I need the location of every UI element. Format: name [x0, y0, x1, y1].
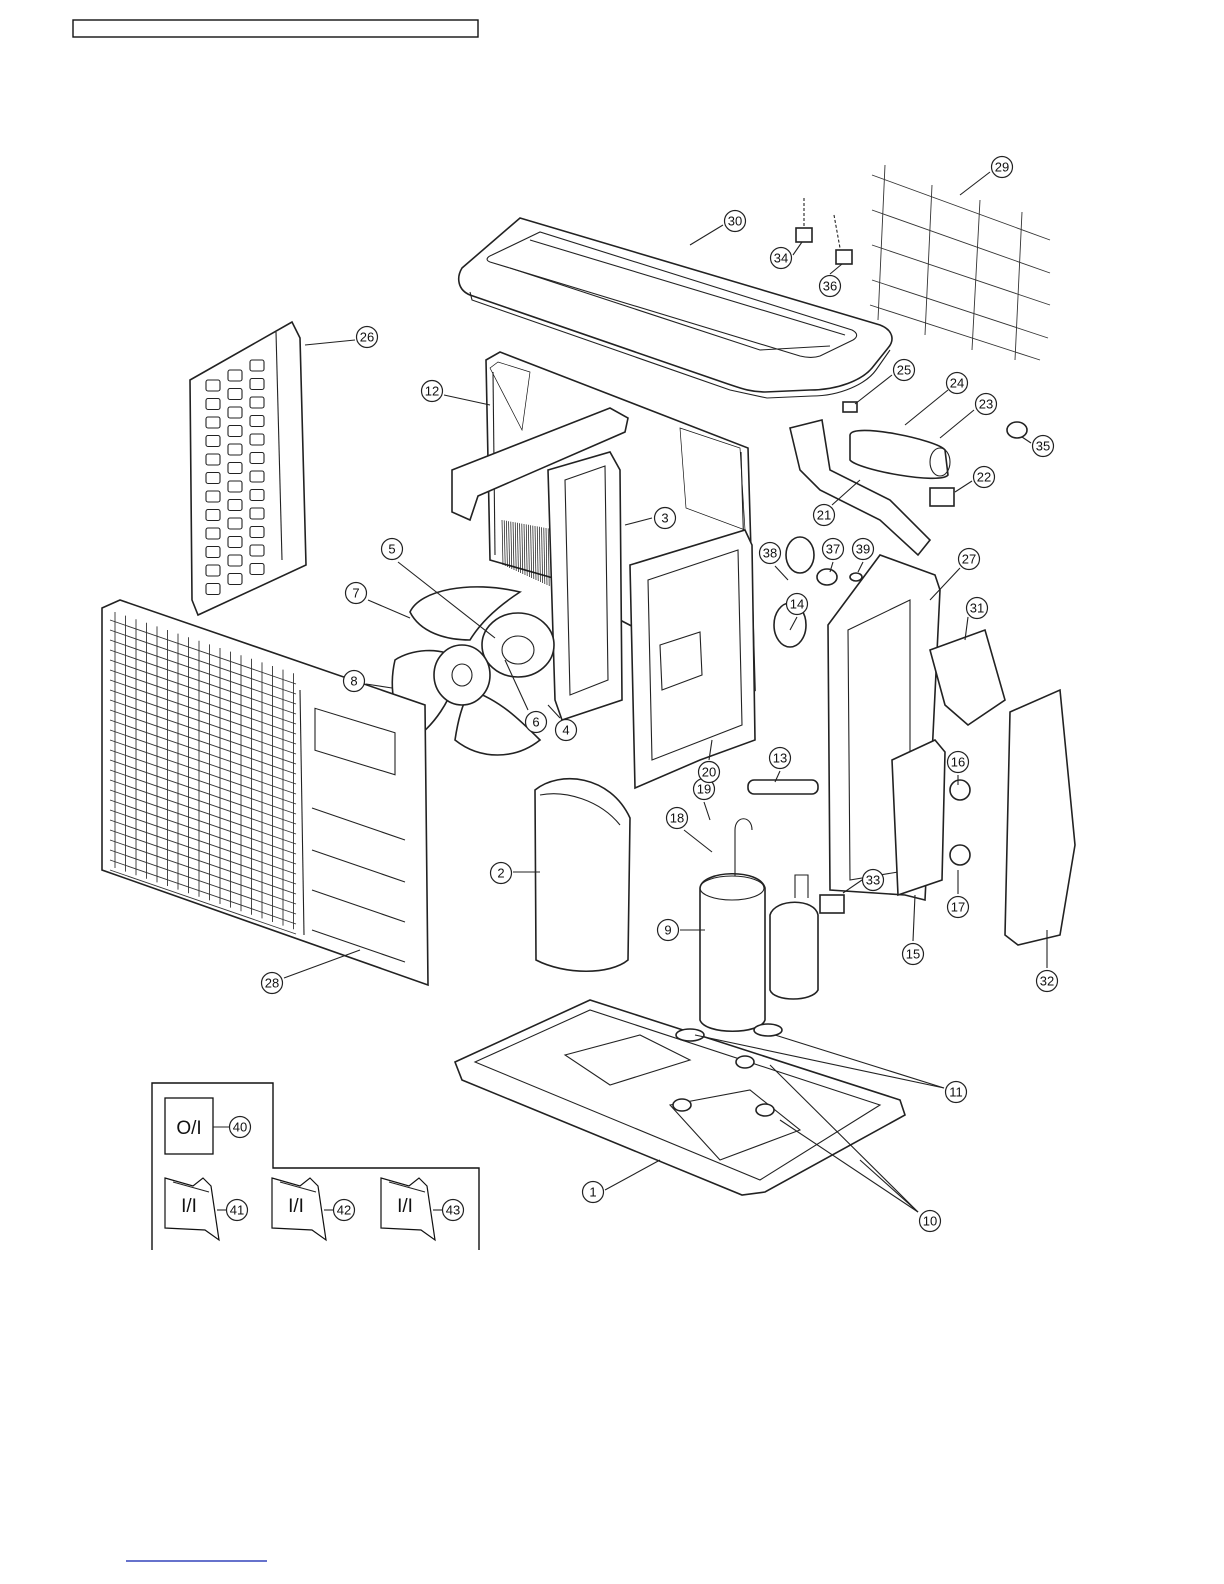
callout-label-10: 10 — [923, 1214, 937, 1229]
callout-label-22: 22 — [977, 470, 991, 485]
document-items: O/I 40I/I 41 I/I 42 I/I 43 — [165, 1098, 464, 1240]
callout-label-5: 5 — [388, 542, 395, 557]
leader-line-25 — [855, 375, 892, 404]
compressor-sound-insulation — [535, 779, 630, 972]
leader-line-18 — [684, 830, 712, 852]
leader-line-19 — [704, 802, 710, 820]
fan-motor — [482, 613, 554, 677]
callout-label-29: 29 — [995, 160, 1009, 175]
callout-label-7: 7 — [352, 586, 359, 601]
callout-label-27: 27 — [962, 552, 976, 567]
side-panel-left — [190, 322, 306, 615]
document-43: I/I 43 — [381, 1178, 464, 1240]
callout-label-37: 37 — [826, 542, 840, 557]
document-41: I/I 41 — [165, 1178, 248, 1240]
callout-label-14: 14 — [790, 597, 804, 612]
callout-label-6: 6 — [532, 715, 539, 730]
callout-label-26: 26 — [360, 330, 374, 345]
document-number-42: 42 — [337, 1203, 351, 1218]
document-number-43: 43 — [446, 1203, 460, 1218]
callout-label-34: 34 — [774, 251, 788, 266]
leader-line-29 — [960, 172, 990, 195]
leader-line-15 — [913, 895, 915, 941]
leader-line-34 — [793, 242, 802, 255]
leader-line-7 — [368, 600, 410, 618]
callout-label-18: 18 — [670, 811, 684, 826]
callout-label-23: 23 — [979, 397, 993, 412]
callout-label-3: 3 — [661, 511, 668, 526]
callout-label-31: 31 — [970, 601, 984, 616]
base-pan — [455, 1000, 905, 1195]
document-number-41: 41 — [230, 1203, 244, 1218]
callout-label-8: 8 — [350, 674, 357, 689]
callout-label-39: 39 — [856, 542, 870, 557]
callout-label-19: 19 — [697, 782, 711, 797]
callout-label-20: 20 — [702, 765, 716, 780]
callout-label-35: 35 — [1036, 439, 1050, 454]
callout-label-36: 36 — [823, 279, 837, 294]
callout-label-21: 21 — [817, 508, 831, 523]
callout-label-15: 15 — [906, 947, 920, 962]
leader-line-39 — [858, 562, 863, 572]
document-40: O/I 40 — [165, 1098, 251, 1154]
leader-line-23 — [940, 410, 974, 438]
document-number-40: 40 — [233, 1120, 247, 1135]
callout-label-16: 16 — [951, 755, 965, 770]
callout-label-12: 12 — [425, 384, 439, 399]
document-label-40: O/I — [176, 1118, 201, 1139]
leader-line-38 — [775, 566, 788, 580]
terminal-blocks — [796, 198, 852, 264]
callout-label-25: 25 — [897, 363, 911, 378]
front-panel — [102, 600, 428, 985]
callout-label-4: 4 — [562, 723, 569, 738]
leader-line-36 — [830, 264, 842, 274]
leader-line-30 — [690, 225, 723, 245]
document-label-42: I/I — [288, 1196, 304, 1217]
leader-line-26 — [305, 340, 355, 345]
callout-label-28: 28 — [265, 976, 279, 991]
leader-line-1 — [605, 1160, 660, 1190]
leader-line-12 — [444, 395, 490, 405]
callout-label-2: 2 — [497, 866, 504, 881]
leader-line-22 — [955, 481, 972, 492]
header-box — [73, 20, 478, 37]
document-label-41: I/I — [181, 1196, 197, 1217]
leader-line-24 — [905, 390, 948, 425]
rear-wire-guard — [870, 165, 1050, 360]
leader-line-28 — [284, 950, 360, 978]
callout-label-11: 11 — [949, 1085, 963, 1100]
callout-label-38: 38 — [763, 546, 777, 561]
electrical-bracket — [790, 420, 954, 555]
leader-line-10 — [860, 1160, 918, 1212]
callout-label-13: 13 — [773, 751, 787, 766]
callout-label-9: 9 — [664, 923, 671, 938]
callout-label-33: 33 — [866, 873, 880, 888]
compressor — [700, 819, 818, 1032]
callout-label-1: 1 — [589, 1185, 596, 1200]
callout-label-30: 30 — [728, 214, 742, 229]
document-label-43: I/I — [397, 1196, 413, 1217]
callout-label-17: 17 — [951, 900, 965, 915]
leader-line-35 — [1022, 437, 1031, 443]
partition-plate — [630, 530, 755, 788]
callout-label-32: 32 — [1040, 974, 1054, 989]
document-42: I/I 42 — [272, 1178, 355, 1240]
callout-label-24: 24 — [950, 376, 964, 391]
